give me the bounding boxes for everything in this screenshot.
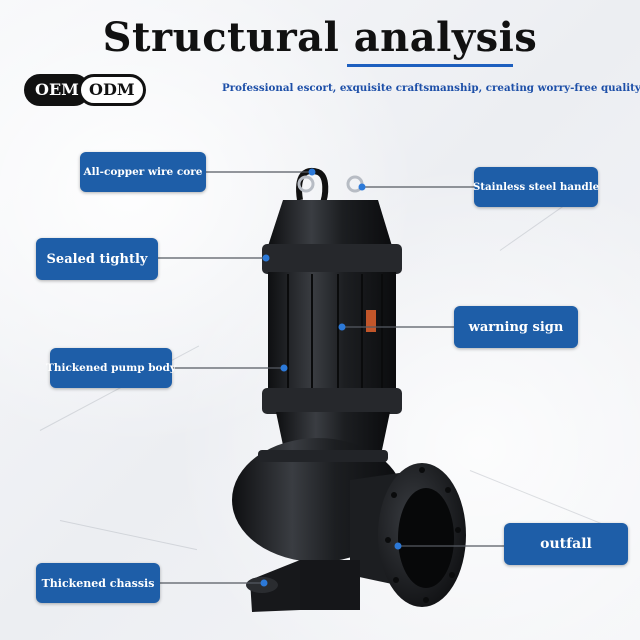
tagline: Professional escort, exquisite craftsman… <box>222 82 640 94</box>
label-sealed: Sealed tightly <box>36 238 158 280</box>
odm-badge: ODM <box>78 74 146 106</box>
label-pump-body: Thickened pump body <box>46 348 176 388</box>
label-chassis: Thickened chassis <box>36 563 160 603</box>
page-title: Structural analysis <box>102 14 538 61</box>
label-copper-core: All-copper wire core <box>80 152 206 192</box>
label-outfall: outfall <box>504 523 628 565</box>
title-underline <box>347 64 513 67</box>
label-handle: Stainless steel handle <box>473 167 599 207</box>
label-warning: warning sign <box>454 306 578 348</box>
